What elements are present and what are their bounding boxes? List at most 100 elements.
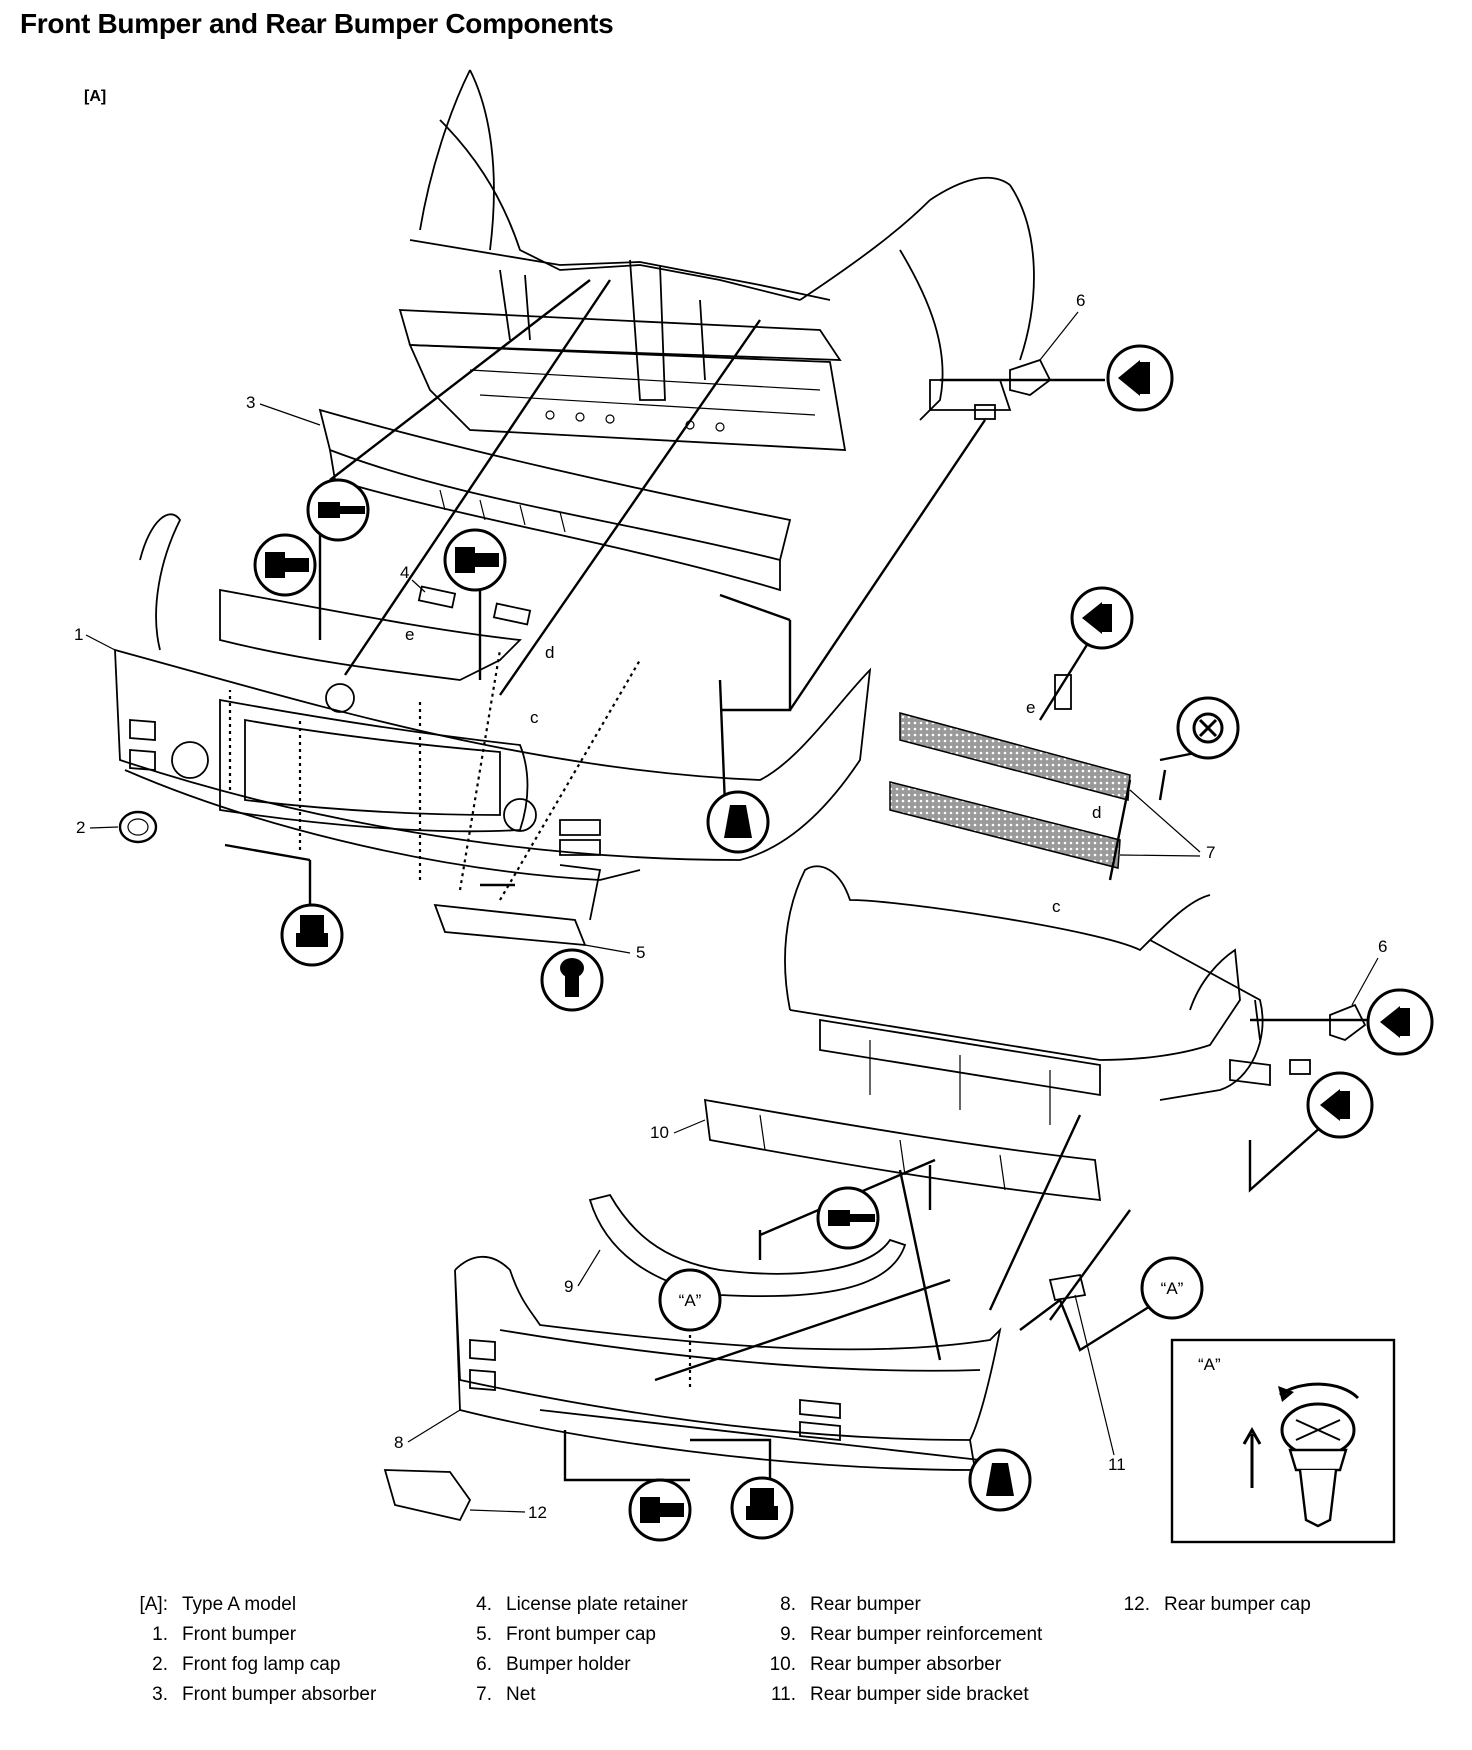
rear-bumper-absorber-part (703, 1098, 1102, 1202)
legend-number: 10. (769, 1654, 796, 1675)
callout-7: 7 (1206, 843, 1215, 862)
legend-number: 9. (780, 1624, 796, 1645)
legend-item: 6. Bumper holder (452, 1650, 688, 1680)
callout-2: 2 (76, 818, 85, 837)
legend-label: Front bumper absorber (182, 1684, 377, 1705)
legend-number: 6. (476, 1654, 492, 1675)
callout-e2: e (1026, 698, 1035, 717)
callout-6b: 6 (1378, 937, 1387, 956)
push-clip-icon-2 (968, 1448, 1032, 1512)
callout-1: 1 (74, 625, 83, 644)
rear-bumper-cap-part (383, 1469, 472, 1522)
legend-number: [A]: (139, 1594, 168, 1615)
bolt-icon-3 (280, 903, 344, 967)
bolt-icon-5 (730, 1476, 794, 1540)
legend-number: 8. (780, 1594, 796, 1615)
legend-number: 7. (476, 1684, 492, 1705)
clip-fastener-icon-4 (1306, 1071, 1374, 1139)
legend-label: Front bumper cap (506, 1624, 656, 1645)
legend-column-3: 8. Rear bumper 9. Rear bumper reinforcemen… (756, 1590, 1043, 1710)
legend-item: 4. License plate retainer (452, 1590, 688, 1620)
detail-a-box-label: “A” (1198, 1355, 1221, 1374)
callout-12: 12 (528, 1503, 547, 1522)
front-fog-lamp-cap-part (118, 810, 158, 844)
legend-item: 10. Rear bumper absorber (756, 1650, 1042, 1680)
callout-d1: d (545, 643, 554, 662)
legend-label: Rear bumper reinforcement (810, 1624, 1043, 1645)
legend-label: Bumper holder (506, 1654, 631, 1675)
legend-number: 3. (152, 1684, 168, 1705)
bolt-icon-2 (443, 528, 507, 592)
clip-fastener-icon-3 (1366, 988, 1434, 1056)
callout-c1: c (530, 708, 539, 727)
license-plate-retainer-part (417, 585, 532, 626)
push-rivet-icon-1 (540, 948, 604, 1012)
bolt-icon-1 (253, 533, 317, 597)
callout-c2: c (1052, 897, 1061, 916)
legend-label: Front fog lamp cap (182, 1654, 341, 1675)
bumper-holder-rear-part (1289, 1003, 1367, 1075)
legend-label: Front bumper (182, 1624, 297, 1645)
callout-3: 3 (246, 393, 255, 412)
legend-number: 2. (152, 1654, 168, 1675)
rear-bumper-part (454, 1255, 1002, 1471)
bolt-icon-4 (628, 1478, 692, 1542)
screw-icon-2 (816, 1186, 880, 1250)
rear-bumper-reinforcement-part (588, 1193, 907, 1298)
callout-e1: e (405, 625, 414, 644)
variant-tag: [A] (84, 88, 107, 105)
fastener-icons: “A” “A” (253, 344, 1434, 1542)
legend-label: Type A model (182, 1594, 297, 1615)
clip-fastener-icon-1 (1106, 344, 1174, 412)
net-part (889, 674, 1131, 869)
callout-10: 10 (650, 1123, 669, 1142)
callout-9: 9 (564, 1277, 573, 1296)
page-title: Front Bumper and Rear Bumper Components (20, 8, 614, 39)
legend-item: [A]: Type A model (128, 1590, 376, 1620)
legend-column-2: 4. License plate retainer 5. Front bumper … (452, 1590, 688, 1710)
rear-bumper-side-bracket-part (1048, 1273, 1087, 1302)
legend-number: 1. (152, 1624, 168, 1645)
legend-number: 12. (1123, 1594, 1150, 1615)
legend-label: Rear bumper absorber (810, 1654, 1002, 1675)
legend-item: 11. Rear bumper side bracket (756, 1680, 1042, 1710)
legend-number: 11. (770, 1684, 796, 1705)
plastic-rivet-icon-1 (1176, 696, 1240, 760)
callout-5: 5 (636, 943, 645, 962)
front-bumper-part (114, 513, 872, 881)
legend-item: 5. Front bumper cap (452, 1620, 688, 1650)
legend-item: 3. Front bumper absorber (128, 1680, 376, 1710)
legend-label: Rear bumper cap (1164, 1594, 1311, 1615)
detail-a-reference-1: “A” (658, 1268, 722, 1332)
callout-11: 11 (1108, 1455, 1126, 1474)
legend-item: 2. Front fog lamp cap (128, 1650, 376, 1680)
callout-d2: d (1092, 803, 1101, 822)
legend-item: 7. Net (452, 1680, 688, 1710)
detail-a-text-1: “A” (679, 1291, 702, 1310)
front-bumper-cap-part (433, 864, 602, 947)
clip-fastener-icon-2 (1070, 586, 1134, 650)
callout-labels: 1 2 3 4 5 6 6 7 8 9 10 11 12 c c d d e e (74, 291, 1387, 1522)
callout-6a: 6 (1076, 291, 1085, 310)
callout-8: 8 (394, 1433, 403, 1452)
detail-a-text-2: “A” (1161, 1279, 1184, 1298)
detail-a-reference-2: “A” (1140, 1256, 1204, 1320)
push-clip-icon-1 (706, 790, 770, 854)
legend-label: License plate retainer (506, 1594, 688, 1615)
legend-number: 4. (476, 1594, 492, 1615)
legend-label: Rear bumper (810, 1594, 921, 1615)
legend-label: Net (506, 1684, 536, 1705)
legend-column-4: 12. Rear bumper cap (1110, 1590, 1311, 1620)
legend-label: Rear bumper side bracket (810, 1684, 1029, 1705)
legend-item: 1. Front bumper (128, 1620, 376, 1650)
exploded-diagram: “A” “A” “A” 1 2 3 4 5 6 6 (74, 69, 1434, 1544)
bumper-holder-front-part (974, 358, 1052, 420)
legend-number: 5. (476, 1624, 492, 1645)
callout-4: 4 (400, 563, 409, 582)
rear-body-structure (784, 865, 1271, 1125)
legend-item: 9. Rear bumper reinforcement (756, 1620, 1042, 1650)
legend-item: 12. Rear bumper cap (1110, 1590, 1311, 1620)
front-body-structure (398, 69, 1035, 451)
screw-icon-1 (306, 478, 370, 542)
detail-a-box: “A” (1170, 1338, 1396, 1544)
